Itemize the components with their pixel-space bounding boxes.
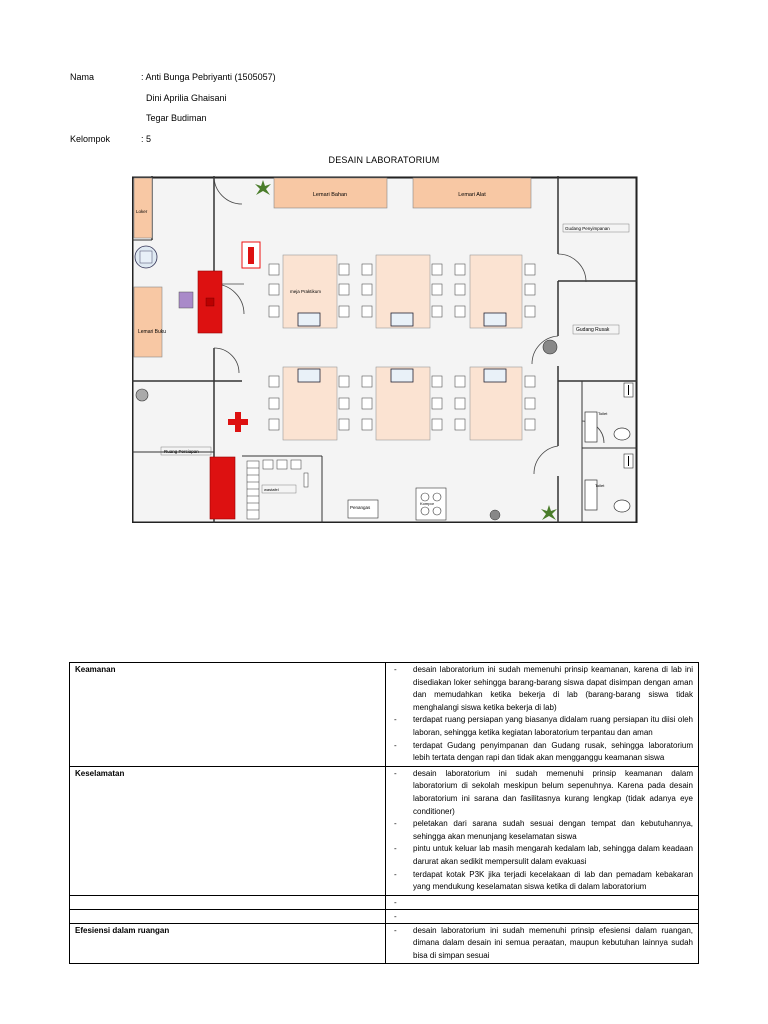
wastafel-label: wastafel [264,487,279,492]
name-3: Tegar Budiman [146,113,207,123]
kompor-label: Kompor [420,501,435,506]
plant-icon [541,505,557,520]
points-cell [385,908,699,924]
gudang-rusak-label: Gudang Rusak [576,327,610,333]
name-label: Nama [70,72,95,82]
page-title: DESAIN LABORATORIUM [328,155,440,165]
table-row [69,908,699,924]
points-cell [385,894,699,910]
toilet-label-1: Toilet [598,411,608,416]
name-2: Dini Aprilia Ghaisani [146,93,227,103]
meja-praktikum-label: meja Praktikum [290,289,321,294]
list-item: terdapat ruang persiapan yang biasanya d… [391,714,693,739]
points-cell: desain laboratorium ini sudah memenuhi p… [385,922,699,965]
evaluation-table: Keamanan desain laboratorium ini sudah m… [69,662,699,965]
toilet-label-2: Toilet [595,483,605,488]
aspect-keamanan: Keamanan [69,662,386,767]
aspect-empty [69,908,386,924]
aspect-empty [69,894,386,910]
name-1: : Anti Bunga Pebriyanti (1505057) [141,72,276,82]
table-row [69,894,699,910]
list-item: terdapat kotak P3K jika terjadi kecelaka… [391,869,693,894]
lab-floorplan: Lemari Bahan Lemari Alat Loker Lemari Bu… [132,176,638,523]
penangas-label: Penangas [350,505,371,510]
list-item: peletakan dari sarana sudah sesuai denga… [391,818,693,843]
table-row: Keselamatan desain laboratorium ini suda… [69,765,699,896]
first-aid-icon [228,412,248,432]
lemari-bahan-label: Lemari Bahan [313,192,347,198]
lemari-buku-label: Lemari Buku [138,329,166,335]
list-item: desain laboratorium ini sudah memenuhi p… [391,768,693,818]
aspect-keselamatan: Keselamatan [69,765,386,896]
points-cell: desain laboratorium ini sudah memenuhi p… [385,662,699,767]
gudang-penyimpanan-label: Gudang Penyimpanan [565,226,610,231]
aspect-efesiensi: Efesiensi dalam ruangan [69,922,386,965]
ruang-persiapan-label: Ruang Persiapan [164,449,199,454]
group-value: : 5 [141,134,152,144]
group-label: Kelompok [70,134,111,144]
table-row: Keamanan desain laboratorium ini sudah m… [69,662,699,767]
list-item: desain laboratorium ini sudah memenuhi p… [391,925,693,963]
plant-icon [255,180,271,195]
list-item: desain laboratorium ini sudah memenuhi p… [391,664,693,714]
list-item: pintu untuk keluar lab masih mengarah ke… [391,843,693,868]
list-item: terdapat Gudang penyimpanan dan Gudang r… [391,740,693,765]
table-row: Efesiensi dalam ruangan desain laborator… [69,922,699,965]
points-cell: desain laboratorium ini sudah memenuhi p… [385,765,699,896]
loker-label: Loker [136,209,148,214]
lemari-alat-label: Lemari Alat [458,192,486,198]
